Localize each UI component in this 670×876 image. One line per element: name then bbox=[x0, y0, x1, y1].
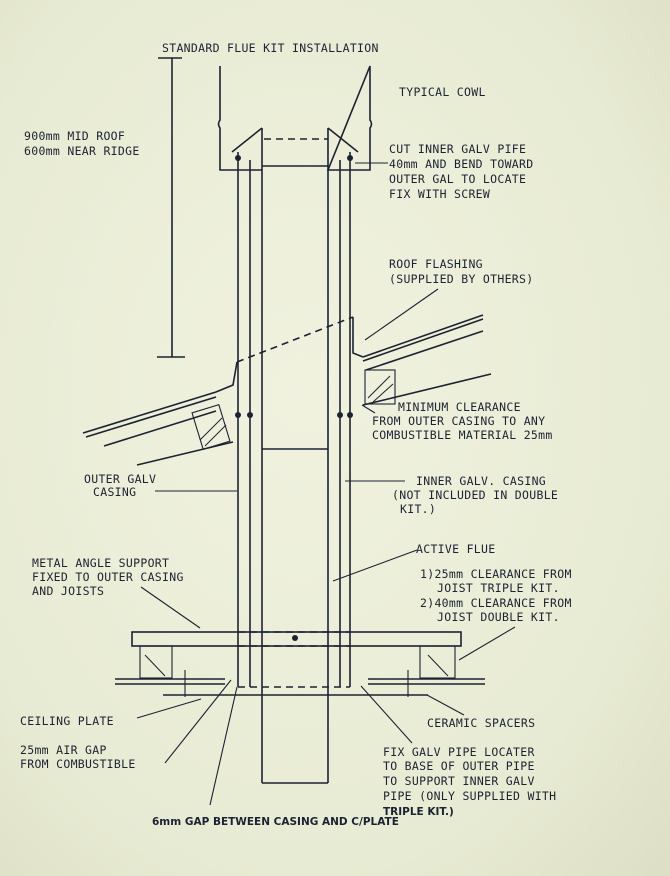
ceramic-spacers-label: CERAMIC SPACERS bbox=[427, 716, 535, 730]
svg-text:1)25mm CLEARANCE FROM: 1)25mm CLEARANCE FROM bbox=[420, 567, 572, 581]
svg-text:FROM OUTER CASING TO ANY: FROM OUTER CASING TO ANY bbox=[372, 414, 545, 428]
min-clearance-note: MINIMUM CLEARANCE FROM OUTER CASING TO A… bbox=[372, 400, 553, 442]
svg-text:40mm AND BEND TOWARD: 40mm AND BEND TOWARD bbox=[389, 157, 533, 171]
outer-casing-note: OUTER GALV CASING bbox=[84, 472, 156, 499]
svg-text:FIX GALV PIPE LOCATER: FIX GALV PIPE LOCATER bbox=[383, 745, 535, 759]
svg-text:PIPE (ONLY SUPPLIED WITH: PIPE (ONLY SUPPLIED WITH bbox=[383, 789, 556, 803]
svg-text:JOIST TRIPLE KIT.: JOIST TRIPLE KIT. bbox=[437, 581, 560, 595]
svg-text:ROOF FLASHING: ROOF FLASHING bbox=[389, 257, 483, 271]
air-gap-note: 25mm AIR GAP FROM COMBUSTIBLE bbox=[20, 743, 136, 771]
svg-text:KIT.): KIT.) bbox=[400, 502, 436, 516]
svg-text:JOIST DOUBLE KIT.: JOIST DOUBLE KIT. bbox=[437, 610, 560, 624]
svg-text:2)40mm CLEARANCE FROM: 2)40mm CLEARANCE FROM bbox=[420, 596, 572, 610]
svg-text:(NOT INCLUDED IN DOUBLE: (NOT INCLUDED IN DOUBLE bbox=[392, 488, 558, 502]
pipe-locater-note: FIX GALV PIPE LOCATER TO BASE OF OUTER P… bbox=[383, 745, 556, 818]
joist-right bbox=[419, 645, 456, 679]
ceiling-structure bbox=[115, 631, 485, 697]
inner-casing-note: INNER GALV. CASING (NOT INCLUDED IN DOUB… bbox=[392, 474, 558, 516]
svg-text:MINIMUM CLEARANCE: MINIMUM CLEARANCE bbox=[398, 400, 521, 414]
angle-support-bar bbox=[131, 631, 462, 647]
svg-text:INNER GALV. CASING: INNER GALV. CASING bbox=[416, 474, 546, 488]
svg-text:FROM COMBUSTIBLE: FROM COMBUSTIBLE bbox=[20, 757, 136, 771]
flashing-note: ROOF FLASHING (SUPPLIED BY OTHERS) bbox=[389, 257, 533, 286]
angle-support-note: METAL ANGLE SUPPORT FIXED TO OUTER CASIN… bbox=[32, 556, 184, 598]
height-dimension bbox=[157, 57, 185, 358]
svg-text:FIX WITH SCREW: FIX WITH SCREW bbox=[389, 187, 490, 201]
svg-text:AND JOISTS: AND JOISTS bbox=[32, 584, 104, 598]
svg-text:TO BASE OF OUTER PIPE: TO BASE OF OUTER PIPE bbox=[383, 759, 535, 773]
gap-6mm-label: 6mm GAP BETWEEN CASING AND C/PLATE bbox=[152, 816, 399, 828]
height-label-near-ridge: 600mm NEAR RIDGE bbox=[24, 144, 140, 158]
ceiling-plate-label: CEILING PLATE bbox=[20, 714, 114, 728]
joist-clearance-note: 1)25mm CLEARANCE FROM JOIST TRIPLE KIT. … bbox=[420, 567, 572, 624]
joist-left bbox=[139, 645, 173, 679]
cowl-label: TYPICAL COWL bbox=[399, 85, 486, 99]
svg-text:TRIPLE KIT.): TRIPLE KIT.) bbox=[383, 806, 454, 818]
svg-text:TO SUPPORT INNER GALV: TO SUPPORT INNER GALV bbox=[383, 774, 535, 788]
diagram-title: STANDARD FLUE KIT INSTALLATION bbox=[162, 41, 379, 55]
cut-pipe-note: CUT INNER GALV PIFE 40mm AND BEND TOWARD… bbox=[389, 142, 533, 201]
active-flue-label: ACTIVE FLUE bbox=[416, 542, 495, 556]
cowl bbox=[217, 65, 373, 171]
svg-text:FIXED TO OUTER CASING: FIXED TO OUTER CASING bbox=[32, 570, 184, 584]
svg-text:METAL ANGLE SUPPORT: METAL ANGLE SUPPORT bbox=[32, 556, 169, 570]
svg-text:CUT INNER GALV PIFE: CUT INNER GALV PIFE bbox=[389, 142, 526, 156]
roof-section bbox=[82, 314, 492, 466]
svg-text:COMBUSTIBLE MATERIAL 25mm: COMBUSTIBLE MATERIAL 25mm bbox=[372, 428, 553, 442]
svg-text:OUTER GALV: OUTER GALV bbox=[84, 472, 156, 486]
leader-lines bbox=[136, 162, 516, 806]
svg-text:OUTER GAL TO LOCATE: OUTER GAL TO LOCATE bbox=[389, 172, 526, 186]
svg-text:25mm AIR GAP: 25mm AIR GAP bbox=[20, 743, 107, 757]
flue-pipes bbox=[231, 127, 359, 784]
svg-text:(SUPPLIED BY OTHERS): (SUPPLIED BY OTHERS) bbox=[389, 272, 533, 286]
svg-text:CASING: CASING bbox=[93, 485, 136, 499]
height-label-mid-roof: 900mm MID ROOF bbox=[24, 129, 125, 143]
